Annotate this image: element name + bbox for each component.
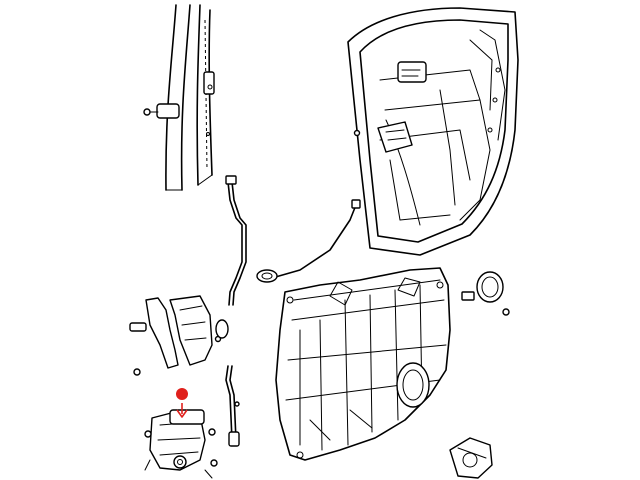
speaker-ring	[396, 362, 430, 408]
highlight-marker	[176, 388, 188, 418]
bracket-assembly	[129, 295, 229, 376]
door-module-carrier	[275, 267, 451, 461]
window-regulator-motor	[144, 409, 218, 479]
door-latch	[353, 61, 427, 153]
motor-connector	[449, 437, 493, 479]
red-dot-marker	[176, 388, 188, 400]
hinge-pin	[461, 271, 510, 316]
lock-rod	[225, 175, 361, 306]
b-pillar-striker	[143, 4, 215, 191]
red-arrow-head	[176, 409, 188, 418]
wiring-grommet	[256, 269, 278, 283]
fastener-bolts	[225, 365, 240, 447]
door-frame	[347, 7, 519, 256]
